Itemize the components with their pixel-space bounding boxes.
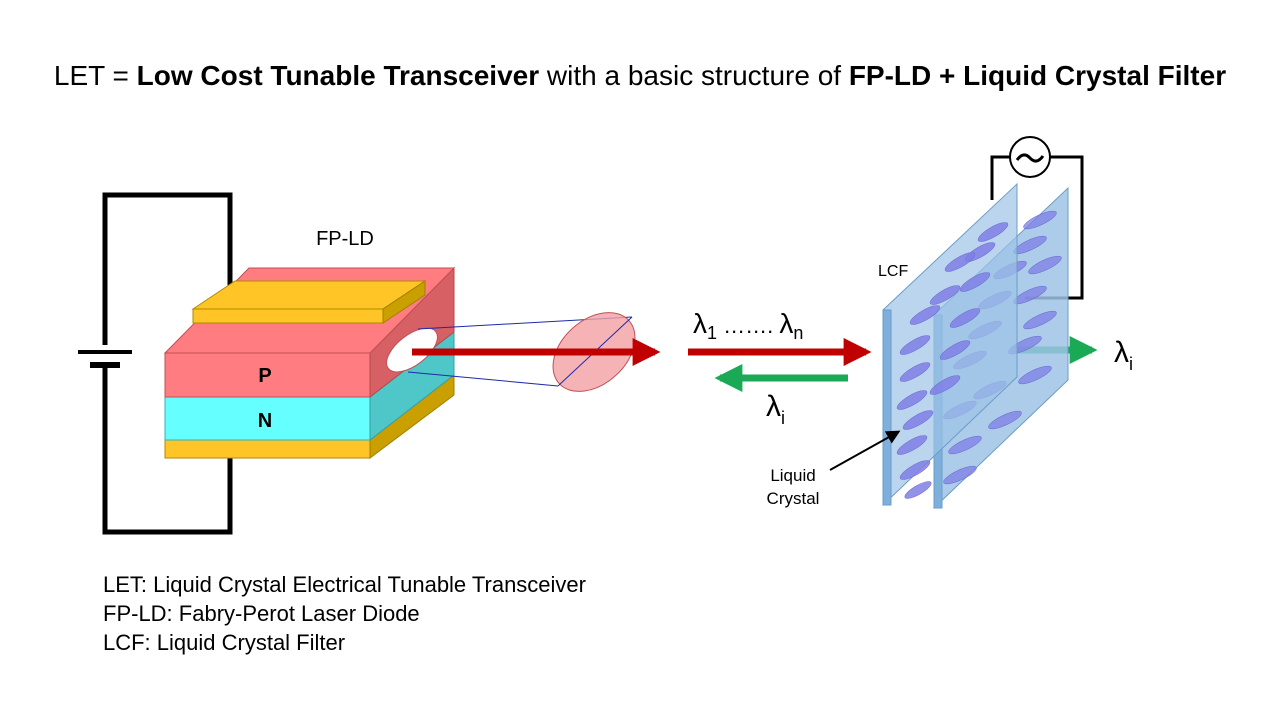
- title-middle: with a basic structure of: [539, 60, 849, 91]
- circuit-wire-bottom: [102, 365, 233, 535]
- lambda-i-output-label: λi: [1114, 336, 1133, 374]
- liquid-crystal-label-line1: Liquid: [770, 466, 815, 485]
- lambda-i-reflected-label: λi: [766, 390, 785, 428]
- circuit-wire-top: [102, 192, 233, 345]
- lambda-range-label: λ1 ……. λn: [693, 308, 803, 343]
- liquid-crystal-filter: LCF: [878, 182, 1069, 510]
- title-prefix: LET =: [53, 60, 137, 91]
- liquid-crystal-label-line2: Crystal: [767, 489, 820, 508]
- bottom-electrode: [164, 439, 371, 459]
- p-layer: [164, 352, 371, 398]
- title-bold-1: Low Cost Tunable Transceiver: [136, 60, 540, 91]
- legend-item-fp-ld: FP-LD: Fabry-Perot Laser Diode: [103, 601, 420, 626]
- legend-item-let: LET: Liquid Crystal Electrical Tunable T…: [103, 572, 586, 597]
- n-layer-label: N: [258, 410, 272, 432]
- liquid-crystal-molecules-front: [896, 222, 1009, 499]
- top-electrode: [192, 308, 384, 324]
- fp-ld-laser: P N FP-LD: [163, 228, 456, 459]
- title-bold-2: FP-LD + Liquid Crystal Filter: [848, 60, 1227, 91]
- legend-item-lcf: LCF: Liquid Crystal Filter: [103, 630, 346, 655]
- slide-title: LET = Low Cost Tunable Transceiver with …: [0, 60, 1280, 92]
- abbreviation-legend: LET: Liquid Crystal Electrical Tunable T…: [103, 570, 586, 657]
- liquid-crystal-pointer-arrow: [829, 430, 901, 471]
- lcf-label: LCF: [878, 263, 908, 280]
- fp-ld-label: FP-LD: [316, 228, 374, 250]
- battery-circuit: [78, 192, 233, 535]
- p-layer-label: P: [258, 365, 271, 387]
